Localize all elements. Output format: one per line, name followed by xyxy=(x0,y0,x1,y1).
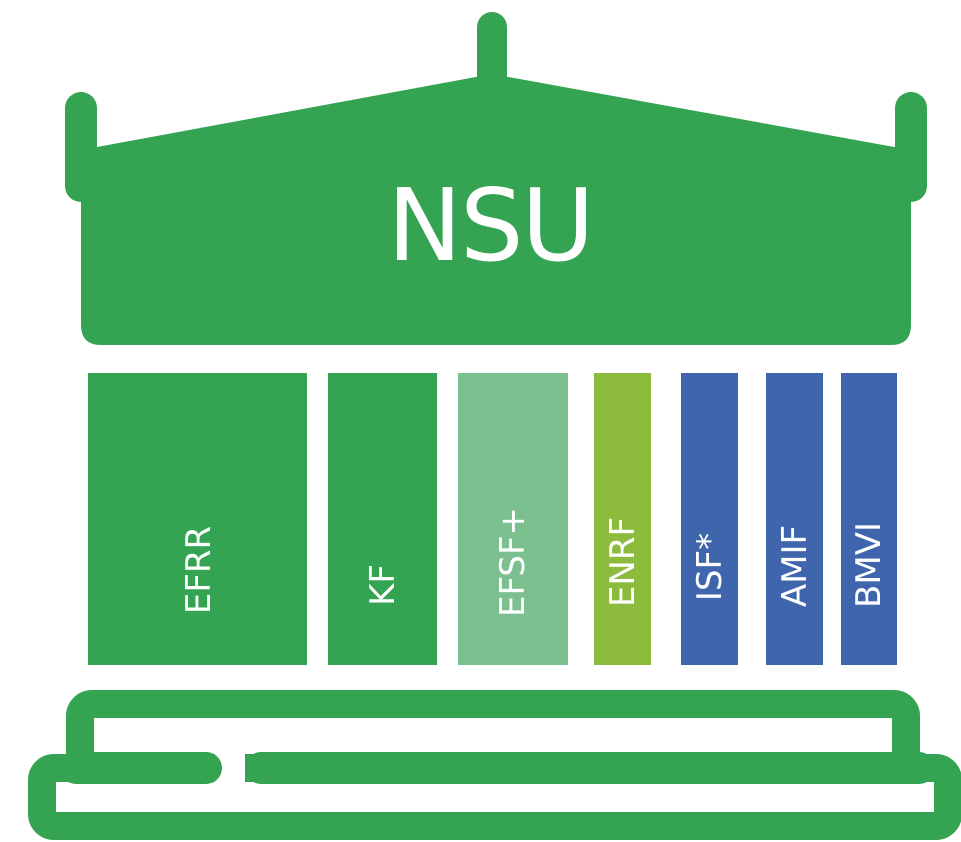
pillar-label: KF xyxy=(363,564,403,606)
pillar-label: AMIF xyxy=(775,525,815,607)
roof-body xyxy=(81,74,911,345)
pillar-bar xyxy=(841,373,897,665)
pillar-label: BMVI xyxy=(849,522,889,608)
pillar-label: ENRF xyxy=(603,517,643,607)
pillar-bar xyxy=(681,373,738,665)
base-right-step-cap xyxy=(245,752,935,784)
pillar-efrr: EFRR xyxy=(88,373,307,665)
pillar-label: EFSF+ xyxy=(493,507,533,617)
pillar-efsf-plus: EFSF+ xyxy=(458,373,568,665)
pillar-bmvi: BMVI xyxy=(841,373,897,665)
roof: NSU xyxy=(65,12,927,345)
roof-finial xyxy=(477,12,507,92)
pillar-bar xyxy=(328,373,437,665)
pillar-label: EFRR xyxy=(179,526,219,614)
base-left-step-cap xyxy=(60,752,222,784)
pillar-bar xyxy=(766,373,823,665)
pillar-bar xyxy=(88,373,307,665)
base xyxy=(28,690,961,840)
pillar-amif: AMIF xyxy=(766,373,823,665)
pillar-enrf: ENRF xyxy=(594,373,651,665)
pillar-bar xyxy=(458,373,568,665)
pillar-kf: KF xyxy=(328,373,437,665)
roof-title: NSU xyxy=(387,167,592,284)
pillar-isf: ISF* xyxy=(681,373,738,665)
pillar-bar xyxy=(594,373,651,665)
pillar-label: ISF* xyxy=(690,533,730,601)
pillars: EFRR KF EFSF+ ENRF ISF* AMIF BMVI xyxy=(88,373,897,665)
